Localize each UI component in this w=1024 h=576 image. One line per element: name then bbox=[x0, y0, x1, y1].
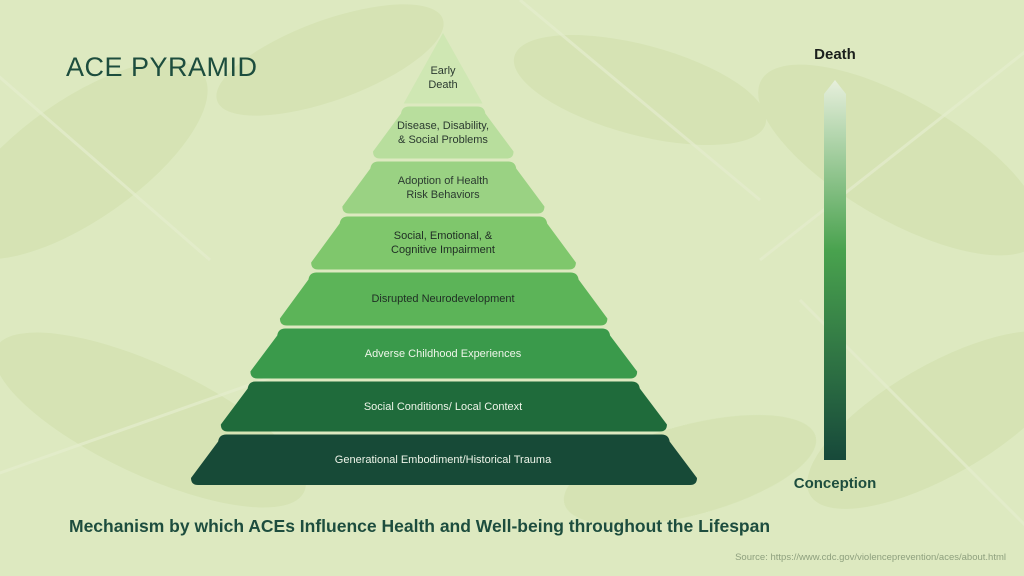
pyramid-layer-label-4: Social, Emotional, &Cognitive Impairment bbox=[391, 230, 495, 256]
pyramid-layer-3 bbox=[342, 161, 545, 214]
lifespan-gradient-bar bbox=[824, 80, 846, 460]
pyramid-layer-7 bbox=[220, 381, 667, 432]
pyramid-layer-2 bbox=[373, 106, 514, 159]
pyramid-layer-5 bbox=[279, 272, 608, 326]
pyramid-layer-6 bbox=[250, 328, 638, 379]
bar-bottom-label: Conception bbox=[793, 475, 877, 492]
pyramid-layer-label-8: Generational Embodiment/Historical Traum… bbox=[334, 453, 552, 466]
page-title: ACE PYRAMID bbox=[66, 52, 258, 82]
pyramid-layer-label-6: Adverse Childhood Experiences bbox=[364, 347, 522, 360]
pyramid-layer-8 bbox=[191, 434, 697, 485]
pyramid-layer-4 bbox=[311, 216, 576, 270]
pyramid-layer-1 bbox=[403, 33, 483, 104]
pyramid-layer-label-7: Social Conditions/ Local Context bbox=[363, 400, 523, 413]
bar-top-label: Death bbox=[814, 46, 856, 63]
pyramid-layer-label-5: Disrupted Neurodevelopment bbox=[371, 293, 515, 305]
subtitle: Mechanism by which ACEs Influence Health… bbox=[69, 516, 771, 536]
source-citation: Source: https://www.cdc.gov/violenceprev… bbox=[735, 552, 1006, 563]
pyramid-layer-label-2: Disease, Disability,& Social Problems bbox=[396, 119, 490, 146]
